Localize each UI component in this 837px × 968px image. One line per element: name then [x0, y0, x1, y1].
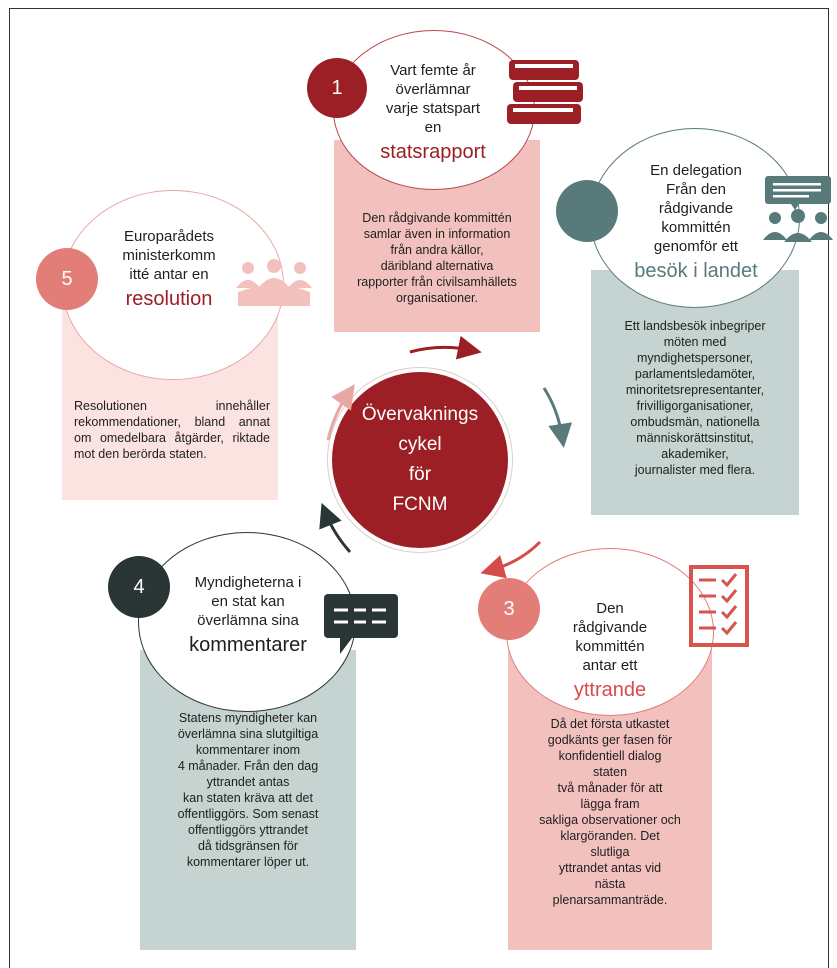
step-2-number: [556, 180, 618, 242]
speech-bubble-icon: [324, 594, 398, 654]
people-table-icon: [236, 259, 312, 306]
step-4-panel-text: Statens myndigheter kan överlämna sina s…: [177, 711, 319, 869]
step-1-panel-text: Den rådgivande kommittén samlar även in …: [357, 211, 517, 305]
step-1-keyword: statsrapport: [380, 141, 486, 163]
step-3-circle-text: Den rådgivande kommittén antar ett yttra…: [540, 580, 680, 722]
step-3-number: 3: [478, 578, 540, 640]
step-2-panel-text: Ett landsbesök inbegriper möten med mynd…: [624, 319, 766, 477]
step-2-circle-text: En delegation Från den rådgivande kommit…: [616, 142, 776, 303]
step-3-panel-text: Då det första utkastet godkänts ger fase…: [539, 717, 681, 907]
step-4-circle-text: Myndigheterna i en stat kan överlämna si…: [168, 554, 328, 677]
step-4-circle: [138, 532, 356, 712]
step-5-keyword: resolution: [125, 288, 213, 310]
diagram-frame: [9, 8, 829, 968]
arrow-4-to-5: [319, 502, 352, 553]
center-title: Övervaknings cykel för FCNM: [361, 404, 479, 515]
checklist-icon: [689, 565, 749, 647]
step-1-circle-text: Vart femte år överlämnar varje statspart…: [352, 42, 514, 184]
step-2-panel: [591, 270, 799, 515]
arrow-3-to-4: [480, 540, 542, 579]
step-3-keyword: yttrande: [573, 679, 647, 701]
arrow-2-to-3: [542, 387, 573, 448]
step-4-keyword: kommentarer: [189, 634, 307, 656]
arrow-5-to-1: [326, 384, 355, 441]
cycle-arrows: [319, 335, 573, 579]
step-2-keyword: besök i landet: [634, 260, 758, 282]
step-5-panel-text: Resolutionen innehåller rekommendationer…: [74, 399, 270, 461]
step-5-circle-text: Europarådets ministerkomm itté antar en …: [102, 208, 236, 331]
step-5-number: 5: [36, 248, 98, 310]
arrow-1-to-2: [409, 335, 482, 360]
center-circle: Övervaknings cykel för FCNM: [328, 368, 512, 552]
step-2-circle: [590, 128, 800, 308]
books-icon: [507, 60, 583, 124]
meeting-icon: [763, 176, 833, 242]
step-4-number: 4: [108, 556, 170, 618]
step-1-number: 1: [307, 58, 367, 118]
step-1-circle: [333, 30, 535, 190]
